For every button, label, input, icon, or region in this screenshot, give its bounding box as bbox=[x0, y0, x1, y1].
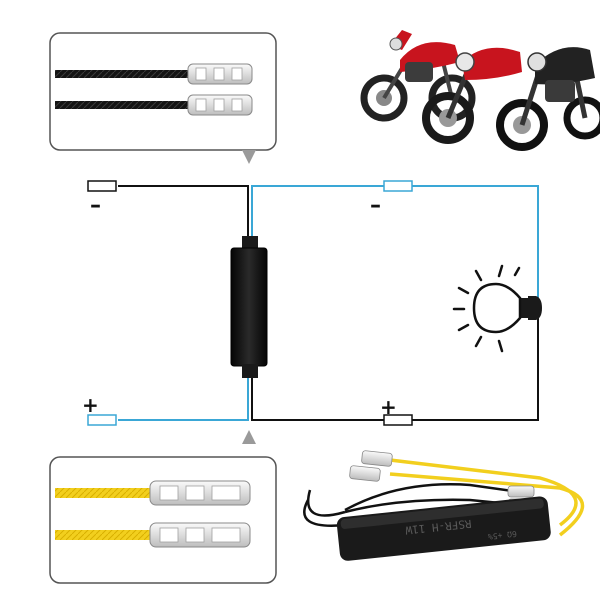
negative-wire-left bbox=[118, 185, 249, 240]
red-motorcycle bbox=[360, 30, 476, 122]
top-callout-panel bbox=[49, 32, 277, 164]
terminal-top-left bbox=[87, 180, 117, 192]
product-resistor-photo: RSFR-H 11W 6Ω +5% bbox=[303, 450, 585, 561]
black-braided-wire bbox=[55, 70, 190, 78]
resistor-body: RSFR-H 11W 6Ω +5% bbox=[336, 496, 551, 561]
bottom-panel-pointer bbox=[242, 430, 256, 444]
minus-sign-right: – bbox=[370, 193, 381, 218]
top-wire-2 bbox=[55, 94, 253, 116]
top-panel-pointer bbox=[242, 150, 256, 164]
spade-connector-icon bbox=[507, 485, 535, 498]
spade-connector-icon bbox=[149, 522, 251, 548]
top-wire-1 bbox=[55, 63, 253, 85]
spade-connector-icon bbox=[187, 63, 253, 85]
plus-sign-right: + bbox=[380, 395, 397, 419]
motorcycles-photo bbox=[360, 30, 600, 151]
positive-wire-left bbox=[118, 378, 249, 421]
terminal-top-right bbox=[383, 180, 413, 192]
yellow-braided-wire bbox=[55, 530, 155, 540]
plus-sign-left: + bbox=[82, 393, 99, 417]
spade-connector-icon bbox=[149, 480, 251, 506]
black-motorcycle-right bbox=[496, 47, 600, 151]
terminal-bottom-right bbox=[383, 414, 413, 426]
circuit: – – + + bbox=[82, 180, 542, 426]
spade-connector-icon bbox=[349, 465, 381, 482]
negative-wire-right bbox=[251, 185, 539, 298]
bottom-wire-2 bbox=[55, 522, 251, 548]
light-bulb-icon bbox=[452, 264, 542, 353]
bottom-panel-frame bbox=[49, 456, 277, 584]
bottom-callout-panel bbox=[49, 430, 277, 584]
spade-connector-icon bbox=[361, 450, 393, 467]
black-motorcycle-front bbox=[422, 47, 522, 144]
black-braided-wire bbox=[55, 101, 190, 109]
resistor-print-small: 6Ω +5% bbox=[487, 529, 517, 541]
spade-connector-icon bbox=[187, 94, 253, 116]
bottom-wire-1 bbox=[55, 480, 251, 506]
top-panel-frame bbox=[49, 32, 277, 151]
load-resistor-icon bbox=[230, 236, 268, 378]
light-rays bbox=[452, 264, 521, 353]
terminal-bottom-left bbox=[87, 414, 117, 426]
yellow-braided-wire bbox=[55, 488, 155, 498]
minus-sign-left: – bbox=[90, 193, 101, 218]
